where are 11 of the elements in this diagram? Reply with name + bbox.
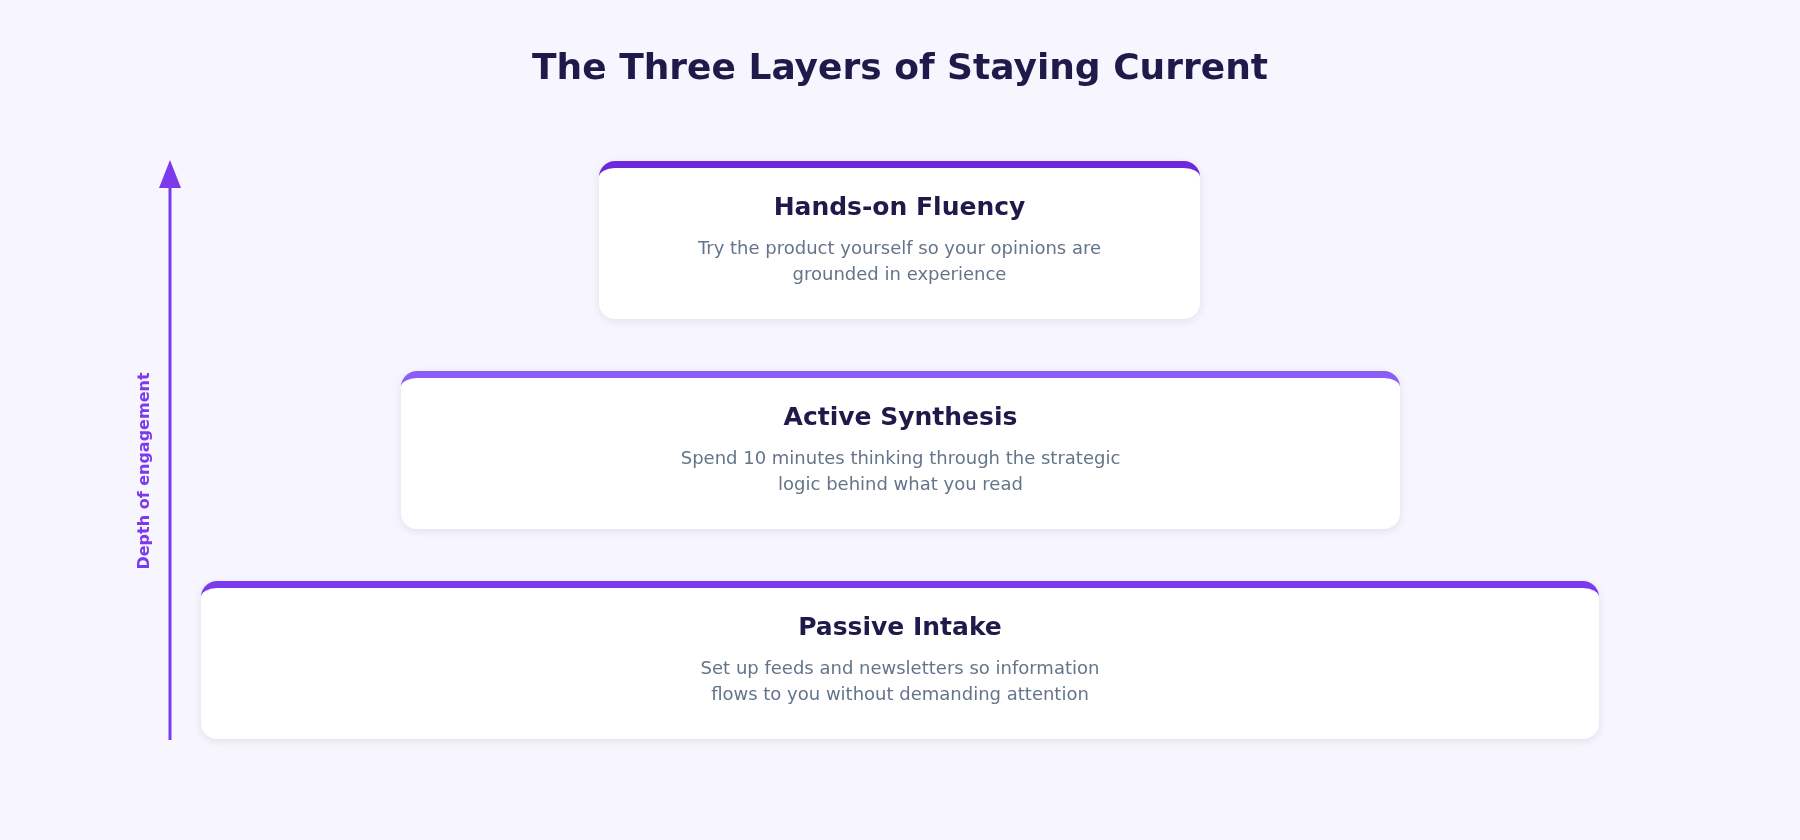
layer-card bbox=[201, 581, 1599, 739]
layer-description: Spend 10 minutes thinking through the strategic logic behind what you read bbox=[680, 445, 1121, 496]
layer-card bbox=[401, 371, 1400, 529]
diagram-title: The Three Layers of Staying Current bbox=[531, 46, 1269, 87]
layer-heading: Passive Intake bbox=[798, 611, 1002, 641]
layer-description: Set up feeds and newsletters so information flows to you without demanding attention bbox=[699, 655, 1101, 706]
layer-heading: Hands-on Fluency bbox=[773, 191, 1026, 221]
layer-description: Try the product yourself so your opinions are grounded in experience bbox=[696, 235, 1103, 286]
axis-label: Depth of engagement bbox=[133, 372, 153, 570]
layer-heading: Active Synthesis bbox=[783, 401, 1018, 431]
layer-card bbox=[599, 161, 1200, 319]
